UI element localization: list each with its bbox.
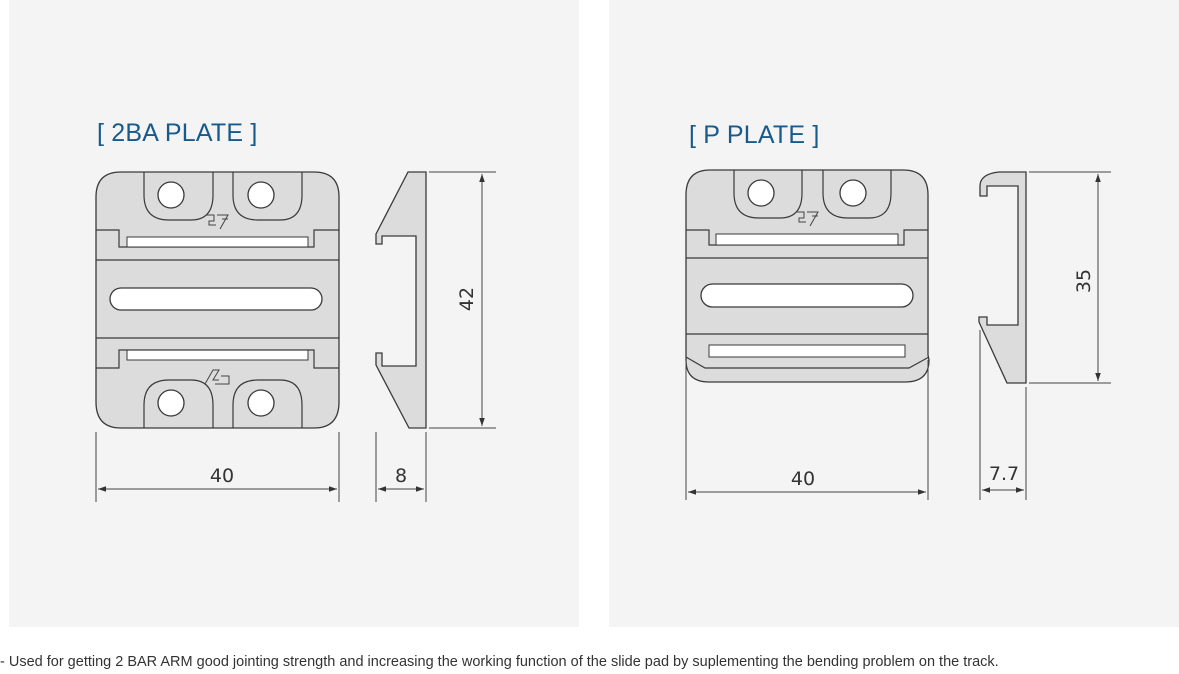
front-view	[685, 169, 930, 383]
usage-note: - Used for getting 2 BAR ARM good jointi…	[0, 654, 999, 670]
side-view	[375, 171, 427, 429]
brand-logo-alt-icon	[204, 369, 230, 385]
mount-hole	[839, 179, 867, 207]
plate-title: [ P PLATE ]	[689, 121, 820, 149]
mount-hole	[157, 181, 185, 209]
brand-logo-icon	[796, 211, 819, 227]
mount-hole	[247, 389, 275, 417]
mount-hole	[247, 181, 275, 209]
height-dimension-label: 35	[1073, 269, 1095, 293]
front-view	[95, 171, 340, 429]
center-slot	[700, 283, 914, 308]
plate-title: [ 2BA PLATE ]	[97, 119, 258, 147]
plate-drawing-p: 35 40 7.7	[685, 169, 1111, 500]
plate-panel-p: [ P PLATE ]	[609, 0, 1179, 627]
width-dimension-label: 40	[210, 465, 234, 487]
thickness-dimension-label: 7.7	[989, 463, 1019, 485]
brand-logo-icon	[206, 214, 229, 230]
plate-drawing-2ba: 42 40 8	[95, 171, 496, 502]
mount-hole	[747, 179, 775, 207]
height-dimension-label: 42	[456, 287, 478, 311]
thickness-dimension-label: 8	[395, 465, 407, 487]
plate-panel-2ba: [ 2BA PLATE ]	[9, 0, 579, 627]
plate-body	[685, 169, 930, 383]
width-dimension-label: 40	[791, 468, 815, 490]
side-view	[978, 171, 1027, 384]
mount-hole	[157, 389, 185, 417]
center-slot	[109, 287, 323, 311]
